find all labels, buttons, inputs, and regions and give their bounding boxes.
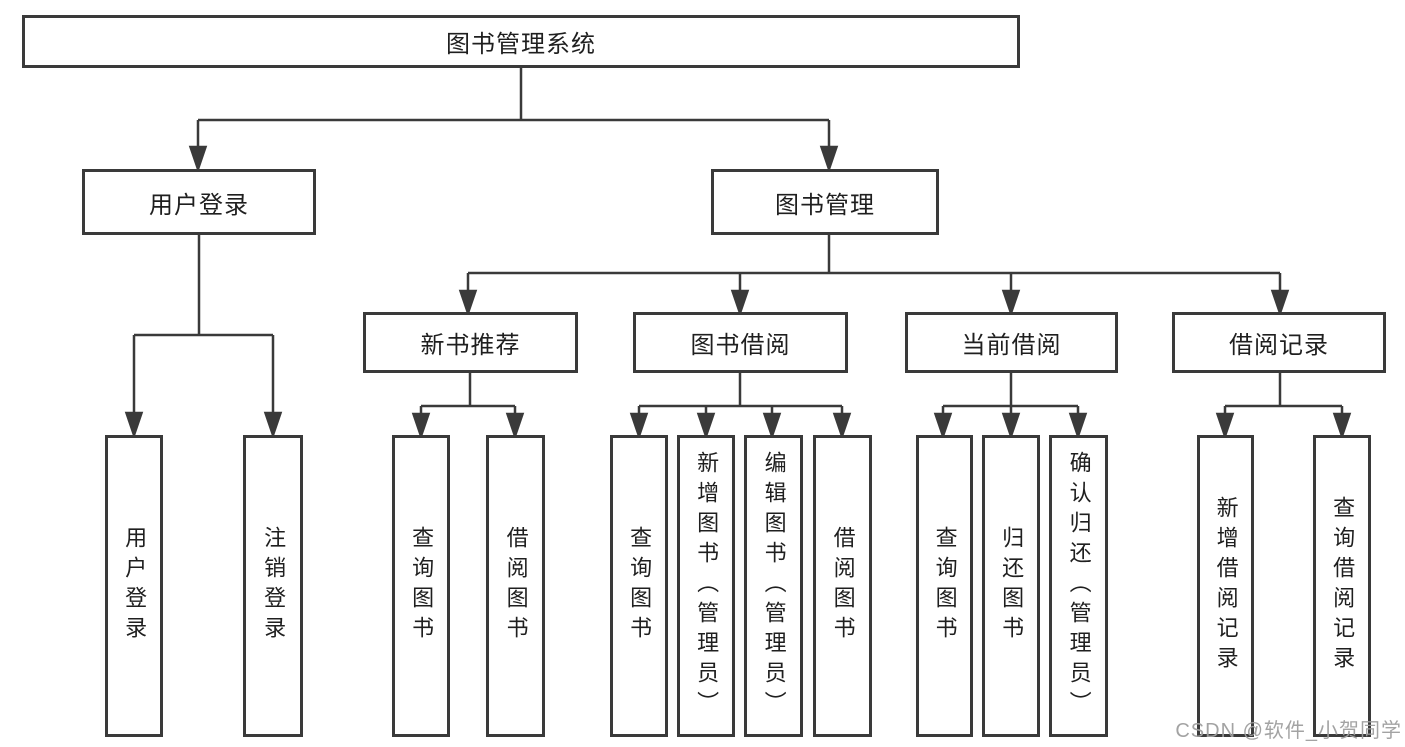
node-label: 图书借阅	[690, 332, 791, 359]
node-label: 图书管理	[775, 191, 875, 219]
arrowhead	[124, 411, 144, 439]
node-label: 用户登录	[149, 191, 249, 219]
connector-current-borrow-children	[933, 373, 1088, 440]
node-label: 查询图书	[409, 526, 435, 646]
arrowhead	[1332, 412, 1352, 440]
arrowhead	[696, 412, 716, 440]
leaf-borrow-books-1: 借阅图书	[486, 435, 545, 737]
node-book-borrowing: 图书借阅	[633, 312, 848, 373]
arrowhead	[730, 289, 750, 317]
node-label: 确认归还（管理员）	[1066, 451, 1092, 721]
arrowhead	[411, 412, 431, 440]
leaf-query-borrow-record: 查询借阅记录	[1313, 435, 1371, 737]
leaf-query-books-1: 查询图书	[392, 435, 450, 737]
node-new-book-recommend: 新书推荐	[363, 312, 578, 373]
node-book-management-branch: 图书管理	[711, 169, 939, 235]
node-user-login-branch: 用户登录	[82, 169, 316, 235]
node-root-system: 图书管理系统	[22, 15, 1020, 68]
arrowhead	[1001, 289, 1021, 317]
connector-book-mgmt-to-level3	[458, 235, 1290, 317]
arrowhead	[1270, 289, 1290, 317]
arrowhead	[263, 411, 283, 439]
arrowhead	[832, 412, 852, 440]
node-label: 借阅图书	[830, 526, 856, 646]
node-label: 当前借阅	[961, 332, 1062, 359]
leaf-query-books-3: 查询图书	[916, 435, 973, 737]
connector-book-borrow-children	[629, 373, 852, 440]
leaf-add-borrow-record: 新增借阅记录	[1197, 435, 1254, 737]
node-label: 新书推荐	[420, 332, 521, 359]
node-label: 图书管理系统	[446, 31, 596, 58]
leaf-return-books: 归还图书	[982, 435, 1040, 737]
node-label: 新增借阅记录	[1213, 496, 1239, 676]
node-label: 新增图书（管理员）	[694, 451, 720, 721]
arrowhead	[1215, 412, 1235, 440]
arrowhead	[188, 145, 208, 173]
node-label: 借阅图书	[503, 526, 529, 646]
node-label: 注销登录	[261, 526, 287, 646]
node-label: 查询图书	[627, 526, 653, 646]
node-current-borrowing: 当前借阅	[905, 312, 1118, 373]
leaf-add-books-admin: 新增图书（管理员）	[677, 435, 735, 737]
leaf-edit-books-admin: 编辑图书（管理员）	[744, 435, 803, 737]
node-label: 查询图书	[932, 526, 958, 646]
arrowhead	[629, 412, 649, 440]
arrowhead	[933, 412, 953, 440]
leaf-user-login: 用户登录	[105, 435, 163, 737]
connector-new-book-children	[411, 373, 525, 440]
arrowhead	[1001, 412, 1021, 440]
csdn-watermark: CSDN @软件_小贺同学	[1175, 720, 1402, 742]
arrowhead	[819, 145, 839, 173]
arrowhead	[505, 412, 525, 440]
arrowhead	[458, 289, 478, 317]
connector-root-to-level2	[188, 68, 839, 173]
node-label: 编辑图书（管理员）	[761, 451, 787, 721]
node-borrowing-records: 借阅记录	[1172, 312, 1386, 373]
leaf-query-books-2: 查询图书	[610, 435, 668, 737]
leaf-borrow-books-2: 借阅图书	[813, 435, 872, 737]
leaf-confirm-return-admin: 确认归还（管理员）	[1049, 435, 1108, 737]
connector-borrow-record-children	[1215, 373, 1352, 440]
arrowhead	[1068, 412, 1088, 440]
node-label: 查询借阅记录	[1330, 496, 1356, 676]
node-label: 归还图书	[999, 526, 1025, 646]
node-label: 用户登录	[122, 526, 148, 646]
node-label: 借阅记录	[1229, 332, 1329, 359]
leaf-logout: 注销登录	[243, 435, 303, 737]
connector-user-login-children	[124, 235, 283, 439]
arrowhead	[762, 412, 782, 440]
